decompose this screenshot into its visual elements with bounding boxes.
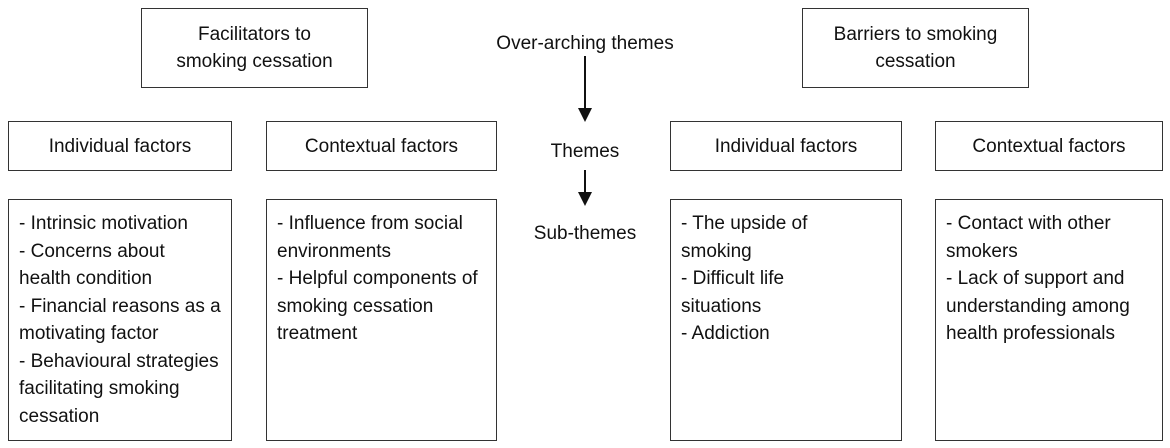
subtheme-item: - Helpful components of smoking cessatio…	[277, 268, 478, 344]
theme-label: Individual factors	[714, 135, 858, 157]
theme-label: Contextual factors	[972, 135, 1126, 157]
arrow-down-icon	[578, 170, 592, 206]
bar-contextual-theme-box: Contextual factors	[935, 121, 1163, 171]
subtheme-item: - Addiction	[681, 323, 770, 344]
subtheme-item: - Concerns about health condition	[19, 240, 165, 290]
subtheme-item: - Intrinsic motivation	[19, 213, 188, 234]
barriers-label: Barriers to smoking cessation	[833, 24, 998, 72]
subtheme-item: - Difficult life situations	[681, 268, 785, 317]
facilitators-label: Facilitators to smoking cessation	[176, 24, 333, 72]
subtheme-item: - Financial reasons as a motivating fact…	[19, 295, 221, 345]
themes-label: Themes	[550, 141, 620, 162]
fac-individual-subthemes-box: - Intrinsic motivation - Concerns about …	[8, 199, 232, 441]
theme-label: Individual factors	[48, 135, 192, 157]
theme-label: Contextual factors	[304, 135, 459, 157]
subtheme-item: - Lack of support and understanding amon…	[946, 268, 1130, 344]
facilitators-box: Facilitators to smoking cessation	[141, 8, 368, 88]
subtheme-item: - Contact with other smokers	[946, 213, 1111, 262]
bar-individual-theme-box: Individual factors	[670, 121, 902, 171]
bar-contextual-subthemes-box: - Contact with other smokers - Lack of s…	[935, 199, 1163, 441]
subtheme-item: - Behavioural strategies facilitating sm…	[19, 350, 219, 427]
bar-individual-subthemes-box: - The upside of smoking - Difficult life…	[670, 199, 902, 441]
subtheme-item: - The upside of smoking	[681, 213, 808, 262]
fac-individual-theme-box: Individual factors	[8, 121, 232, 171]
barriers-box: Barriers to smoking cessation	[802, 8, 1029, 88]
fac-contextual-subthemes-box: - Influence from social environments - H…	[266, 199, 497, 441]
arrow-down-icon	[578, 56, 592, 122]
subtheme-item: - Influence from social environments	[277, 213, 463, 262]
overarching-themes-label: Over-arching themes	[496, 33, 674, 54]
fac-contextual-theme-box: Contextual factors	[266, 121, 497, 171]
sub-themes-label: Sub-themes	[533, 223, 637, 244]
